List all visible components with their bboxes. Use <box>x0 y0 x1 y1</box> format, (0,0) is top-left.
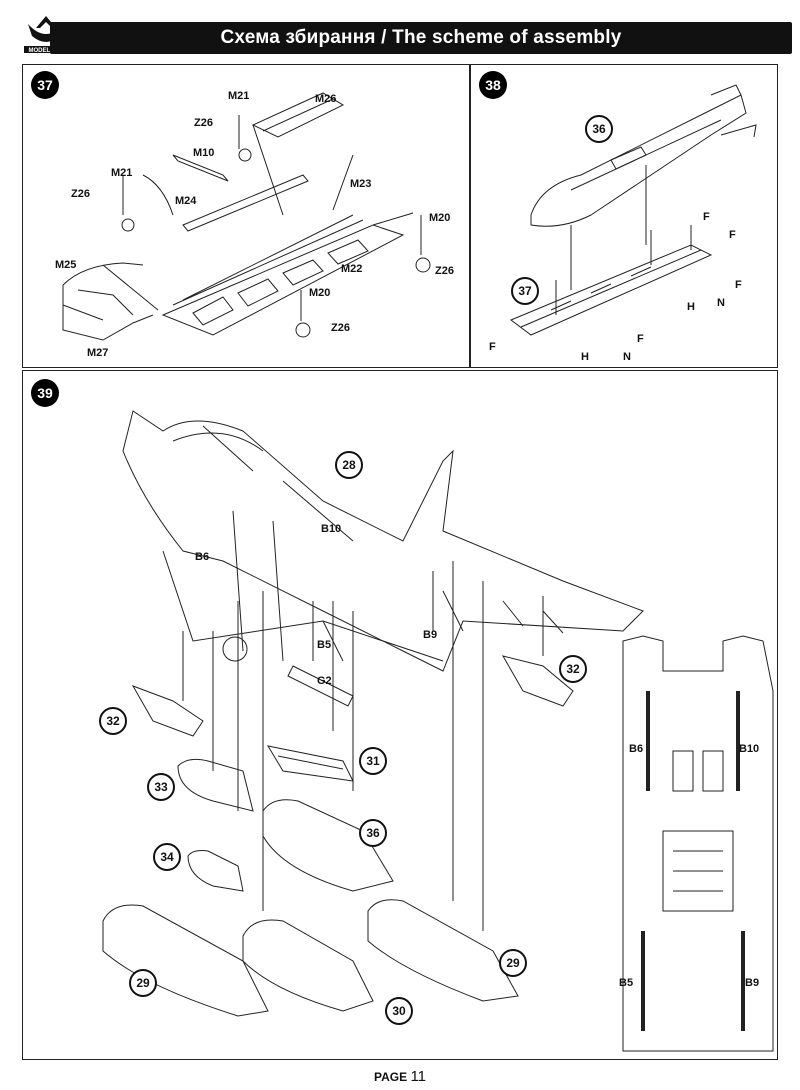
label-f-3: F <box>735 279 742 291</box>
label-m25: M25 <box>55 259 77 271</box>
part-32-right-ref: 32 <box>559 655 587 683</box>
header-bar: Схема збирання / The scheme of assembly <box>50 22 792 54</box>
page-label: PAGE <box>373 1070 408 1084</box>
label-m21-top: M21 <box>228 90 250 102</box>
part-34-ref: 34 <box>153 843 181 871</box>
inset-label-b5: B5 <box>619 977 634 989</box>
label-b6: B6 <box>195 551 210 563</box>
inset-label-b9: B9 <box>745 977 760 989</box>
part-37-ref: 37 <box>511 277 539 305</box>
label-f-2: F <box>729 229 736 241</box>
page-header: MODELSVIT Схема збирання / The scheme of… <box>20 14 792 56</box>
part-30-ref: 30 <box>385 997 413 1025</box>
label-m20-right: M20 <box>429 212 451 224</box>
label-b10: B10 <box>321 523 342 535</box>
label-z26-top: Z26 <box>194 117 213 129</box>
page-title: Схема збирання / The scheme of assembly <box>220 27 622 48</box>
part-31-ref: 31 <box>359 747 387 775</box>
page-footer: PAGE 11 <box>0 1068 800 1085</box>
step-39-drawing <box>102 410 774 1052</box>
step-37-drawing <box>62 92 431 341</box>
step-37-badge: 37 <box>31 71 59 99</box>
inset-label-b10: B10 <box>739 743 760 755</box>
part-28-ref: 28 <box>335 451 363 479</box>
label-z26-left: Z26 <box>71 188 90 200</box>
label-m22: M22 <box>341 263 363 275</box>
label-b9: B9 <box>423 629 438 641</box>
label-z26-bottom: Z26 <box>331 322 350 334</box>
label-f-4: F <box>637 333 644 345</box>
label-n-2: N <box>623 351 631 363</box>
label-m27: M27 <box>87 347 109 359</box>
label-h-2: H <box>581 351 589 363</box>
step-39-badge: 39 <box>31 379 59 407</box>
label-z26-right: Z26 <box>435 265 454 277</box>
label-m10: M10 <box>193 147 215 159</box>
label-f-1: F <box>703 211 710 223</box>
part-29-right-ref: 29 <box>499 949 527 977</box>
label-n-1: N <box>717 297 725 309</box>
label-m23: M23 <box>350 178 372 190</box>
svg-text:MODELSVIT: MODELSVIT <box>28 48 63 54</box>
label-g2: G2 <box>317 675 332 687</box>
label-b5: B5 <box>317 639 332 651</box>
page-number: 11 <box>410 1068 427 1085</box>
label-f-5: F <box>489 341 496 353</box>
step-38-badge: 38 <box>479 71 507 99</box>
label-h-1: H <box>687 301 695 313</box>
part-33-ref: 33 <box>147 773 175 801</box>
label-m26: M26 <box>315 93 337 105</box>
part-36-ref: 36 <box>359 819 387 847</box>
label-m20-bottom: M20 <box>309 287 331 299</box>
step-37-panel: 37 M21 M26 Z26 M10 M21 M23 Z26 M24 M20 M… <box>22 64 470 368</box>
step-38-panel: 38 36 37 F F F H N F F H N <box>470 64 778 368</box>
part-32-left-ref: 32 <box>99 707 127 735</box>
label-m24: M24 <box>175 195 197 207</box>
inset-label-b6: B6 <box>629 743 644 755</box>
part-36-ref: 36 <box>585 115 613 143</box>
step-38-drawing <box>510 84 757 336</box>
label-m21-left: M21 <box>111 167 133 179</box>
part-29-left-ref: 29 <box>129 969 157 997</box>
step-39-panel: 39 28 32 32 33 31 36 34 29 30 29 B10 B6 … <box>22 370 778 1060</box>
